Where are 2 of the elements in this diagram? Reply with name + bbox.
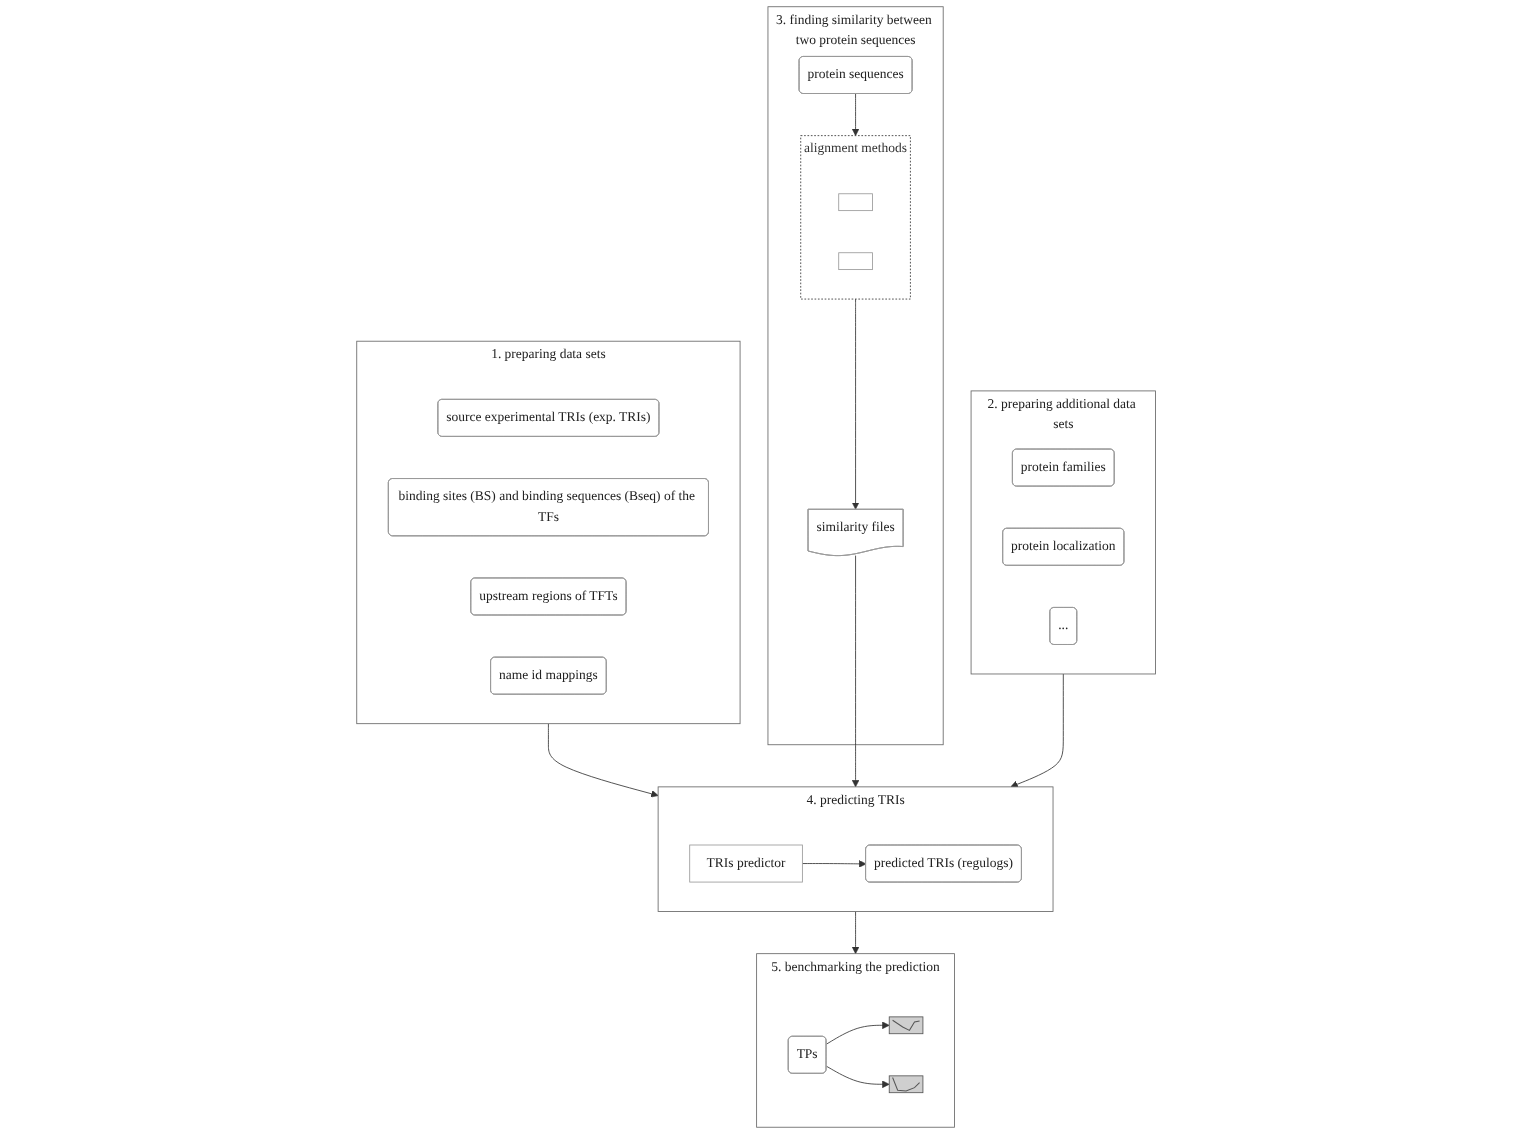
- node-box: [839, 193, 874, 212]
- node-box: [839, 252, 874, 270]
